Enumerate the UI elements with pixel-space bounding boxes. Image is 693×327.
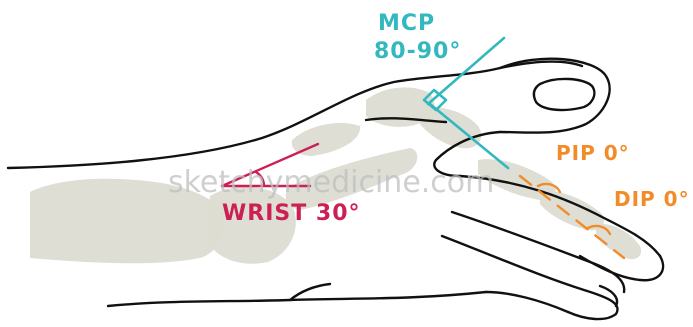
finger-lower-line <box>442 236 618 319</box>
hypothenar-edge <box>290 284 330 300</box>
watermark-text: sketchymedicine.com <box>168 165 494 200</box>
dip-label: DIP 0° <box>614 187 690 211</box>
forearm-top-edge <box>8 62 582 168</box>
mcp-angle-label: 80-90° <box>374 39 461 64</box>
middle-phalanx-bone <box>540 191 604 230</box>
wrist-label: WRIST 30° <box>222 201 361 226</box>
fingertip-curve <box>580 256 663 280</box>
finger-curl-lower <box>486 292 568 312</box>
pip-label: PIP 0° <box>556 141 630 165</box>
mcp-title-label: MCP <box>378 11 435 36</box>
thumbnail <box>534 79 594 110</box>
thumb-phalanx-bone <box>420 107 481 148</box>
